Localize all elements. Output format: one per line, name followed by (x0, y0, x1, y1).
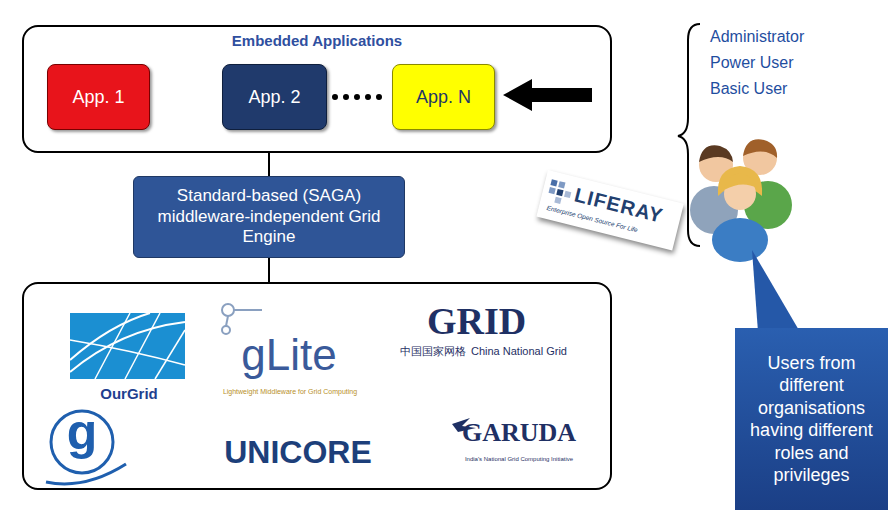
logo-tagline: Lightweight Middleware for Grid Computin… (220, 388, 360, 396)
application-box: App. 1 (47, 64, 150, 130)
role-label: Administrator (710, 28, 804, 46)
node-text: App. 2 (248, 87, 300, 108)
person-hair (699, 145, 733, 162)
logo-line (234, 309, 262, 311)
node-text: Standard-based (SAGA) middleware-indepen… (142, 186, 396, 248)
logo-text: GRID (394, 300, 559, 344)
node-text: App. 1 (72, 87, 124, 108)
logo-line (125, 313, 160, 379)
connector-line (268, 258, 270, 282)
role-label: Power User (710, 54, 794, 72)
pixel (550, 179, 557, 186)
logo-text: China National Grid (471, 345, 581, 358)
pixel (564, 191, 571, 198)
middleware-panel: OurGrid gLiteLightweight Middleware for G… (22, 282, 612, 490)
logo-text: UNICORE (208, 434, 388, 471)
glite-logo-mark (222, 304, 262, 334)
callout-box: Users from different organisations havin… (735, 328, 888, 510)
pointer-arrow (503, 79, 592, 111)
logo-tagline: India's National Grid Computing Initiati… (439, 456, 599, 463)
application-panel: App. 1 App. 2 App. N Embedded Applications (22, 25, 612, 153)
logo-circle (222, 326, 230, 334)
users-icon (690, 139, 792, 262)
dotted-connector (335, 94, 384, 100)
node-text: App. N (416, 87, 471, 108)
logo-line (70, 340, 185, 365)
liferay-mark (544, 177, 576, 209)
logo-text: GARUDA (439, 418, 599, 448)
logo-square (70, 313, 185, 379)
person-body (712, 218, 768, 262)
node-text: Users from different organisations havin… (741, 352, 882, 487)
logo-text: gLite (224, 330, 354, 381)
role-label: Basic User (710, 80, 787, 98)
logo-text: OurGrid (64, 385, 194, 402)
person-hair (724, 174, 757, 190)
logo-line (155, 330, 185, 379)
application-box: App. 2 (222, 64, 327, 130)
logo-swoosh (46, 464, 126, 484)
application-box: App. N (392, 64, 495, 130)
pixel (554, 197, 561, 204)
pixel (558, 181, 565, 188)
connector-line (268, 153, 270, 176)
logo-line (226, 316, 228, 326)
pixel (548, 187, 555, 194)
ourgrid-logo (70, 313, 185, 379)
pixel (556, 189, 563, 196)
logo-circle (222, 304, 234, 316)
liferay-logo: LIFERAYEnterprise Open Source For Life (536, 170, 683, 250)
grid-engine-box: Standard-based (SAGA) middleware-indepen… (133, 176, 405, 258)
panel-title: Embedded Applications (24, 32, 610, 49)
person-hair (743, 139, 777, 158)
callout-pointer (752, 250, 800, 332)
logo-text: 中国国家网格 (400, 345, 470, 358)
logo-text: g (52, 404, 112, 462)
